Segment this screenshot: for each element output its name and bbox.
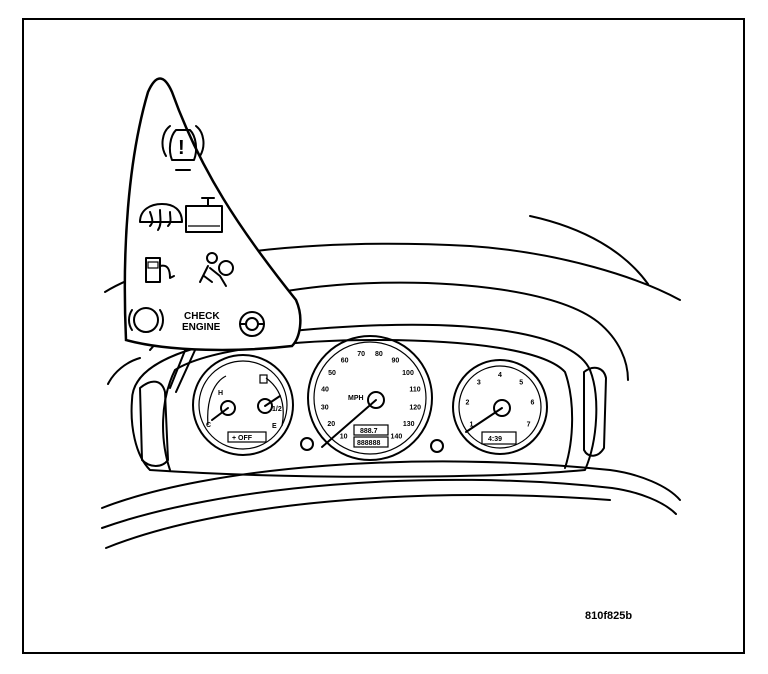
speedometer-unit-label: MPH <box>348 395 364 402</box>
tick-label: 130 <box>403 421 415 428</box>
tick-label: 7 <box>527 422 531 429</box>
center-display-box <box>227 431 267 443</box>
tick-label: 3 <box>477 380 481 387</box>
fuel-half-label: 1/2 <box>272 406 282 413</box>
temp-gauge-pivot <box>220 400 236 416</box>
tachometer-tick-labels: 1 2 3 4 5 6 7 <box>466 372 535 429</box>
trip-display-box <box>353 424 389 436</box>
tick-label: 90 <box>392 358 400 365</box>
clock-readout: 4:39 <box>488 436 502 443</box>
fuel-gauge-scale <box>265 377 284 427</box>
tachometer-face <box>458 365 542 449</box>
speedometer-ring <box>307 335 433 461</box>
tick-label: 140 <box>391 434 403 441</box>
callout-leader <box>169 347 197 393</box>
brake-warning-icon <box>128 307 164 333</box>
security-lamp-icon <box>239 311 265 337</box>
figure-code: 810f825b <box>585 610 632 622</box>
tick-label: 30 <box>321 404 329 411</box>
temp-fuel-gauge-face <box>198 360 288 450</box>
center-display-readout: + OFF <box>232 435 253 442</box>
tick-label: 10 <box>340 434 348 441</box>
odometer-display-box <box>353 436 389 448</box>
steering-wheel-inner <box>101 478 677 529</box>
coolant-level-warning-icon <box>185 197 223 233</box>
svg-text:!: ! <box>178 137 185 159</box>
tick-label: 40 <box>321 387 329 394</box>
tick-label: 20 <box>327 421 335 428</box>
tick-label: 6 <box>531 399 535 406</box>
tick-label: 60 <box>341 358 349 365</box>
dash-lower-line <box>105 494 611 549</box>
airbag-warning-icon <box>199 252 234 287</box>
low-fuel-warning-icon <box>145 257 175 283</box>
odometer-readout: 888888 <box>357 440 380 447</box>
tick-label: 100 <box>402 370 414 377</box>
right-side-vent <box>583 366 607 457</box>
washer-fluid-warning-icon <box>139 203 183 231</box>
check-engine-label-line1: CHECK <box>184 311 220 322</box>
fuel-gauge-needle <box>264 395 281 407</box>
warning-lamp-panel <box>123 77 302 352</box>
tachometer-needle <box>465 407 503 433</box>
tick-label: 2 <box>466 399 470 406</box>
speedometer-needle <box>321 399 377 448</box>
dimmer-knob[interactable] <box>430 439 444 453</box>
tick-label: 110 <box>409 387 420 394</box>
tachometer-pivot <box>493 399 511 417</box>
tick-label: 70 <box>357 351 365 358</box>
fuel-pump-icon <box>259 374 268 384</box>
tick-label: 1 <box>469 422 473 429</box>
tire-pressure-warning-icon: ! <box>161 125 205 171</box>
speedometer-face <box>313 341 427 455</box>
temp-gauge-scale <box>207 375 227 426</box>
dashboard-left-arc <box>107 357 141 385</box>
tick-label: 50 <box>328 370 336 377</box>
tachometer-ring <box>452 359 548 455</box>
tick-label: 4 <box>498 372 502 379</box>
clock-display-box <box>481 431 517 445</box>
windshield-arc <box>529 215 649 285</box>
tick-label: 120 <box>409 404 421 411</box>
cluster-bezel-inner <box>162 339 574 471</box>
temp-fuel-gauge-ring <box>192 354 294 456</box>
check-engine-label-line2: ENGINE <box>182 322 221 333</box>
temp-gauge-needle <box>211 407 229 421</box>
temp-hot-label: H <box>218 390 223 397</box>
tick-label: 80 <box>375 351 383 358</box>
left-side-vent <box>139 380 169 467</box>
speedometer-pivot <box>367 391 385 409</box>
trip-readout: 888.7 <box>360 428 378 435</box>
tick-label: 5 <box>519 380 523 387</box>
trip-reset-knob[interactable] <box>300 437 314 451</box>
steering-wheel-rim <box>101 460 681 509</box>
fuel-empty-label: E <box>272 423 277 430</box>
temp-cold-label: C <box>206 422 211 429</box>
fuel-gauge-pivot <box>257 398 273 414</box>
